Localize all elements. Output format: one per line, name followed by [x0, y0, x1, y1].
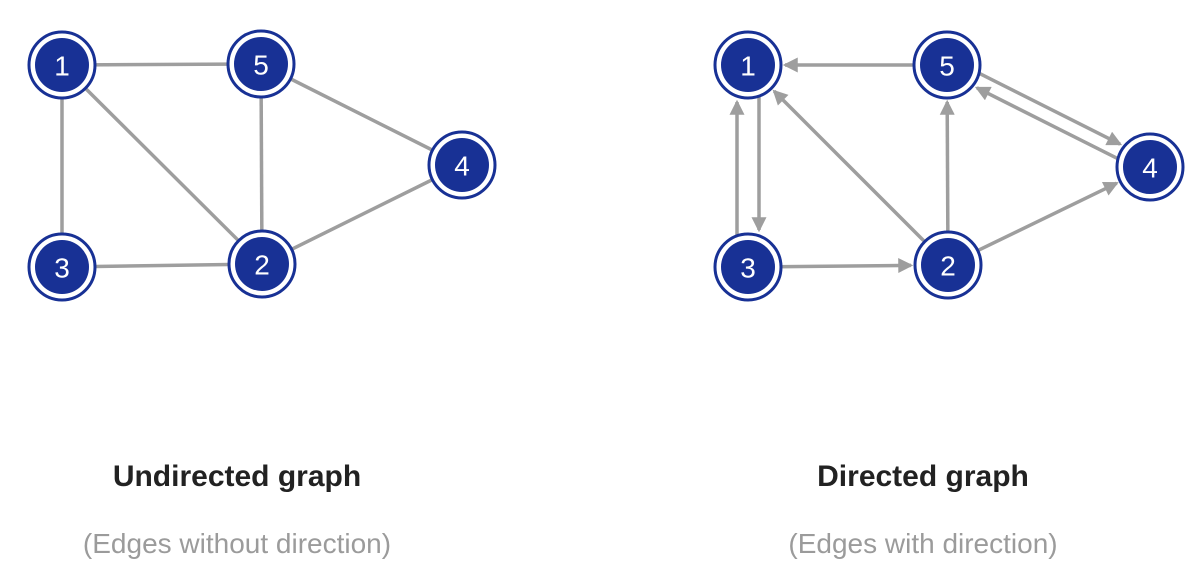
node-label: 3: [740, 253, 756, 284]
graph-node-5: 5: [912, 30, 982, 100]
node-label: 1: [740, 51, 756, 82]
edge-2-4: [261, 163, 463, 266]
node-disc: [35, 38, 89, 92]
node-label: 2: [940, 251, 956, 282]
node-label: 5: [253, 50, 269, 81]
node-label: 5: [939, 51, 955, 82]
undirected-graph: 1 5 4 3 2: [27, 29, 497, 302]
node-disc: [921, 238, 975, 292]
node-disc: [35, 240, 89, 294]
edge-2-1: [772, 89, 950, 267]
graph-node-1: 1: [713, 30, 783, 100]
node-label: 3: [54, 253, 70, 284]
node-label: 1: [54, 51, 70, 82]
node-disc: [721, 240, 775, 294]
node-disc: [721, 38, 775, 92]
graph-node-2: 2: [227, 229, 297, 299]
directed-graph: 1 5 4 3 2: [713, 30, 1185, 302]
node-disc: [920, 38, 974, 92]
graphs-canvas: 1 5 4 3 2 1 5 4 3 2: [27, 29, 1185, 302]
graph-node-2: 2: [913, 230, 983, 300]
graph-node-1: 1: [27, 30, 97, 100]
node-disc: [435, 138, 489, 192]
node-disc: [1123, 140, 1177, 194]
graph-node-5: 5: [226, 29, 296, 99]
undirected-graph-subtitle: (Edges without direction): [82, 528, 392, 559]
node-disc: [235, 237, 289, 291]
edge-1-2: [60, 63, 264, 266]
graph-node-4: 4: [427, 130, 497, 200]
directed-graph-subtitle: (Edges with direction): [788, 528, 1058, 559]
directed-graph-title: Directed graph: [817, 460, 1029, 493]
edge-5-4: [260, 62, 463, 167]
node-label: 2: [254, 250, 270, 281]
graph-node-3: 3: [27, 232, 97, 302]
graph-node-4: 4: [1115, 132, 1185, 202]
node-label: 4: [1142, 153, 1158, 184]
node-label: 4: [454, 151, 470, 182]
graph-node-3: 3: [713, 232, 783, 302]
undirected-graph-title: Undirected graph: [112, 460, 362, 493]
node-disc: [234, 37, 288, 91]
